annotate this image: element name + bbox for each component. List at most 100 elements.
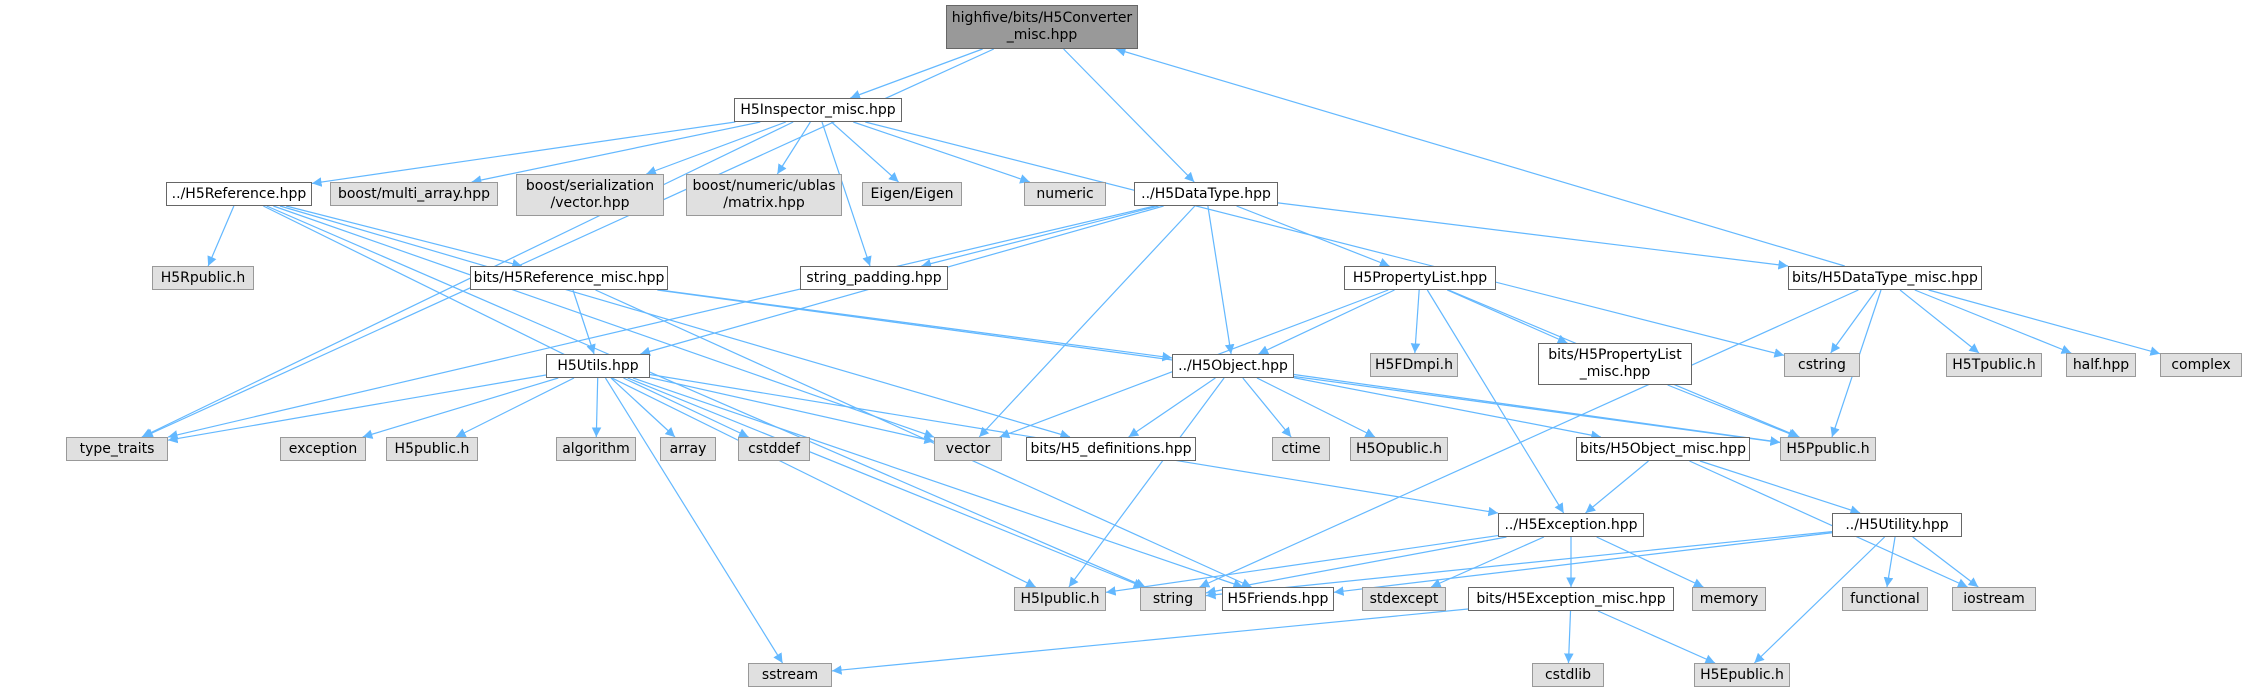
- edge-object-to-h5ppublic: [1293, 373, 1781, 446]
- edge-object-to-h5opublic: [1256, 377, 1376, 438]
- node-h5object[interactable]: ../H5Object.hpp: [1172, 354, 1294, 378]
- node-h5-definitions[interactable]: bits/H5_definitions.hpp: [1026, 437, 1196, 461]
- edge-h5utility-to-iostream: [1912, 536, 1979, 588]
- node-half: half.hpp: [2066, 353, 2136, 377]
- edge-utils-to-exception: [362, 377, 559, 439]
- edge-datatype-to-dtmisc: [1277, 202, 1789, 270]
- edge-utils-to-sstream: [604, 377, 784, 664]
- node-root-h5converter-misc: highfive/bits/H5Converter _misc.hpp: [946, 5, 1138, 49]
- edge-utils-to-h5public: [455, 377, 575, 438]
- node-h5propertylist[interactable]: H5PropertyList.hpp: [1344, 266, 1496, 290]
- edge-objmisc-to-iostream: [1689, 460, 1968, 588]
- node-h5tpublic: H5Tpublic.h: [1946, 353, 2042, 377]
- edge-dtmisc-to-cstring: [1830, 289, 1877, 354]
- node-iostream: iostream: [1952, 587, 2036, 611]
- edge-inspector-to-strpad: [821, 121, 872, 267]
- node-h5object-misc[interactable]: bits/H5Object_misc.hpp: [1576, 437, 1750, 461]
- edge-root-to-inspector: [850, 48, 983, 100]
- node-h5exception-misc[interactable]: bits/H5Exception_misc.hpp: [1468, 587, 1674, 611]
- node-sstream: sstream: [748, 663, 832, 687]
- edge-object-to-ctime: [1242, 377, 1292, 438]
- edge-inspector-to-reference: [311, 121, 736, 187]
- edge-proplist-to-object: [1258, 289, 1395, 355]
- edge-h5utility-to-h5epublic: [1753, 536, 1886, 664]
- edge-object-to-defs: [1128, 377, 1216, 438]
- edge-inspector-to-cstring: [865, 121, 1785, 358]
- node-array: array: [660, 437, 716, 461]
- node-boost-multi-array: boost/multi_array.hpp: [330, 182, 498, 206]
- node-string-padding[interactable]: string_padding.hpp: [800, 266, 948, 290]
- edge-datatype-to-typetraits: [167, 205, 1155, 440]
- node-h5ppublic: H5Ppublic.h: [1780, 437, 1876, 461]
- edge-datatype-to-object: [1207, 205, 1235, 355]
- node-functional: functional: [1842, 587, 1928, 611]
- node-h5reference[interactable]: ../H5Reference.hpp: [166, 182, 312, 206]
- edge-h5exception-to-memory: [1596, 536, 1704, 588]
- node-eigen: Eigen/Eigen: [862, 182, 962, 206]
- node-h5public: H5public.h: [386, 437, 478, 461]
- node-exception: exception: [280, 437, 366, 461]
- node-type-traits: type_traits: [66, 437, 168, 461]
- node-h5epublic: H5Epublic.h: [1694, 663, 1790, 687]
- edge-plmisc-to-h5ppublic: [1667, 384, 1799, 438]
- node-h5datatype[interactable]: ../H5DataType.hpp: [1134, 182, 1278, 206]
- edge-proplist-to-plmisc: [1446, 289, 1568, 344]
- edge-h5exception-to-string: [1205, 536, 1507, 596]
- edge-h5exception-to-h5ipublic: [1105, 534, 1499, 596]
- edge-excmisc-to-h5epublic: [1597, 610, 1716, 664]
- edge-utils-to-algorithm: [591, 377, 602, 438]
- edge-proplist-to-h5exception: [1426, 289, 1565, 514]
- edge-dtmisc-to-root: [1115, 47, 1845, 267]
- edge-utils-to-array: [610, 377, 676, 438]
- node-complex: complex: [2160, 353, 2242, 377]
- edge-excmisc-to-cstdlib: [1564, 610, 1574, 664]
- node-h5inspector-misc[interactable]: H5Inspector_misc.hpp: [734, 98, 902, 122]
- edge-objmisc-to-h5utility: [1699, 460, 1861, 515]
- edge-object-to-h5ipublic: [1068, 377, 1225, 588]
- node-string: string: [1140, 587, 1206, 611]
- node-h5datatype-misc[interactable]: bits/H5DataType_misc.hpp: [1788, 266, 1982, 290]
- node-stdexcept: stdexcept: [1362, 587, 1446, 611]
- edge-dtmisc-to-complex: [1928, 289, 2161, 356]
- edge-object-to-objmisc: [1293, 377, 1601, 440]
- edge-inspector-to-numeric: [853, 121, 1030, 184]
- node-h5utils[interactable]: H5Utils.hpp: [546, 354, 650, 378]
- edge-inspector-to-ublas: [776, 121, 811, 175]
- edge-datatype-to-vector: [978, 205, 1196, 438]
- node-boost-serialization-vector: boost/serialization /vector.hpp: [516, 174, 664, 216]
- edge-inspector-to-typetraits: [141, 121, 794, 438]
- edge-h5utility-to-string: [1205, 531, 1833, 600]
- node-cstddef: cstddef: [738, 437, 810, 461]
- node-h5fdmpi: H5FDmpi.h: [1370, 353, 1458, 377]
- edge-reference-to-refmisc: [285, 205, 523, 269]
- edge-inspector-to-eigen: [831, 121, 899, 183]
- node-h5exception[interactable]: ../H5Exception.hpp: [1498, 513, 1644, 537]
- edge-reference-to-vector: [273, 205, 935, 439]
- edge-h5exception-to-stdexcept: [1430, 536, 1545, 588]
- edge-h5utility-to-functional: [1883, 536, 1896, 588]
- edge-utils-to-cstddef: [623, 377, 749, 438]
- node-h5ipublic: H5Ipublic.h: [1014, 587, 1106, 611]
- node-h5utility[interactable]: ../H5Utility.hpp: [1832, 513, 1962, 537]
- edge-dtmisc-to-half: [1914, 289, 2072, 354]
- edge-utils-to-typetraits: [167, 374, 547, 444]
- edge-reference-to-defs: [279, 205, 1071, 439]
- edge-utils-to-string: [627, 377, 1144, 588]
- node-h5reference-misc[interactable]: bits/H5Reference_misc.hpp: [470, 266, 668, 290]
- edge-utils-to-friends: [632, 377, 1244, 589]
- edge-refmisc-to-utils: [572, 289, 596, 355]
- edge-datatype-to-strpad: [921, 205, 1159, 269]
- edge-proplist-to-h5fdmpi: [1410, 289, 1421, 354]
- node-algorithm: algorithm: [556, 437, 636, 461]
- node-h5friends[interactable]: H5Friends.hpp: [1222, 587, 1334, 611]
- edge-utils-to-vector: [649, 377, 935, 444]
- edge-inspector-to-multiarray: [471, 121, 761, 185]
- edge-datatype-to-proplist: [1236, 205, 1390, 267]
- node-boost-ublas-matrix: boost/numeric/ublas /matrix.hpp: [686, 174, 842, 216]
- node-cstdlib: cstdlib: [1532, 663, 1604, 687]
- edge-reference-to-h5rpublic: [207, 205, 235, 267]
- node-vector: vector: [934, 437, 1002, 461]
- node-h5propertylist-misc[interactable]: bits/H5PropertyList _misc.hpp: [1538, 343, 1692, 385]
- edge-dtmisc-to-h5tpublic: [1899, 289, 1980, 354]
